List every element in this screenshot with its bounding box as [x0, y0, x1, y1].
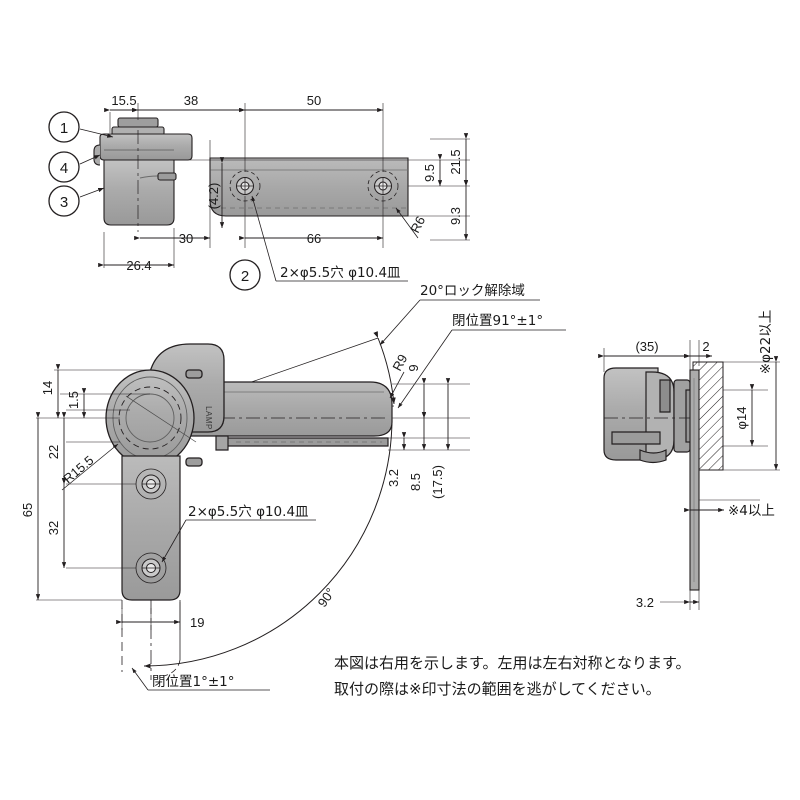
section-dim-phi22: ※φ22以上 [758, 310, 779, 470]
side-right-extension-lines [388, 383, 470, 451]
dim-26-4-label: 26.4 [126, 258, 151, 273]
dim-phi14-label: φ14 [734, 407, 749, 430]
dim-3-2-label: 3.2 [386, 469, 401, 487]
side-dim-8-5: 8.5 [408, 412, 427, 491]
closed-position-91-annotation: 閉位置91°±1° [397, 313, 566, 409]
balloon-4[interactable]: 4 [48, 151, 101, 183]
note-line-2: 取付の際は※印寸法の範囲を逃がしてください。 [334, 680, 661, 698]
dim-14-label: 14 [40, 381, 55, 395]
section-view-group: (35) 2 φ14 ※φ22以上 ※4以上 3.2 [598, 310, 780, 610]
section-dim-4-over: ※4以上 [684, 503, 775, 519]
side-arm-geometry [189, 381, 393, 451]
side-hole-callout-label: 2×φ5.5穴 φ10.4皿 [188, 504, 309, 520]
dim-38-label: 38 [184, 93, 198, 108]
section-dim-2: 2 [684, 339, 712, 359]
dim-3-2-section-label: 3.2 [636, 595, 654, 610]
plan-dim-66: 66 [239, 231, 383, 246]
plan-dim-38: 38 [132, 93, 245, 113]
dim-8-5-label: 8.5 [408, 473, 423, 491]
dim-17-5-label: (17.5) [430, 465, 445, 499]
side-dim-22: 22 [46, 412, 67, 484]
side-dim-3-2: 3.2 [386, 432, 407, 487]
dim-4-2-label: (4.2) [206, 183, 221, 210]
closed-position-1-label: 閉位置1°±1° [152, 674, 235, 690]
plan-dim-4-2: (4.2) [206, 157, 225, 228]
dim-15-5-label: 15.5 [111, 93, 136, 108]
balloon-3-label: 3 [60, 194, 68, 211]
dim-r6-label: R6 [407, 214, 428, 236]
dim-30-label: 30 [179, 231, 193, 246]
dim-9-label: 9 [406, 364, 421, 371]
dim-66-label: 66 [307, 231, 321, 246]
balloon-1[interactable]: 1 [48, 111, 114, 143]
side-dim-65: 65 [20, 412, 41, 600]
section-dim-3-2: 3.2 [636, 595, 699, 610]
side-dim-32: 32 [46, 478, 67, 568]
note-line-1: 本図は右用を示します。左用は左右対称となります。 [334, 654, 691, 672]
side-view-group: 90° LAMP [20, 283, 566, 691]
section-knob-geometry [603, 367, 695, 464]
dim-32-label: 32 [46, 521, 61, 535]
plan-hole-callout: 2×φ5.5穴 φ10.4皿 [251, 195, 408, 282]
plan-dim-50: 50 [239, 93, 383, 113]
dim-65-label: 65 [20, 503, 35, 517]
dim-2-label: 2 [702, 339, 709, 354]
balloon-3[interactable]: 3 [48, 185, 105, 217]
balloon-2-label: 2 [241, 268, 249, 285]
section-dim-phi14: φ14 [734, 384, 755, 446]
balloon-4-label: 4 [60, 160, 68, 177]
plan-dim-r6: R6 [395, 207, 428, 239]
side-extension-lines [36, 369, 181, 630]
plan-dim-30: 30 [134, 231, 210, 246]
side-hole-callout: 2×φ5.5穴 φ10.4皿 [161, 504, 316, 563]
plan-dim-21-5: 21.5 [430, 133, 470, 186]
plan-dim-15-5: 15.5 [104, 93, 138, 113]
dim-r9-label: R9 [389, 352, 410, 374]
plan-body-geometry [93, 117, 193, 226]
dim-1-5-label: 1.5 [66, 391, 81, 409]
dim-9-5-label: 9.5 [422, 164, 437, 182]
dim-21-5-label: 21.5 [448, 149, 463, 174]
closed-position-1-annotation: 閉位置1°±1° [131, 667, 270, 691]
section-door-panel [689, 369, 700, 591]
plan-dim-9-3: 9.3 [430, 180, 470, 241]
plan-dim-26-4: 26.4 [98, 258, 174, 273]
plan-extension-lines [103, 103, 470, 268]
dim-22-label: 22 [46, 445, 61, 459]
plan-view-group: 15.5 38 50 30 66 26.4 (4.2) 9.5 [48, 93, 470, 291]
unlock-zone-annotation: 20°ロック解除域 [379, 283, 540, 346]
side-dim-14: 14 [40, 364, 61, 418]
dim-35-label: (35) [635, 339, 658, 354]
balloon-1-label: 1 [60, 120, 68, 137]
side-dim-17-5: (17.5) [430, 378, 451, 499]
plan-hole-callout-label: 2×φ5.5穴 φ10.4皿 [280, 265, 401, 281]
side-plate-hole-upper [135, 468, 167, 500]
dim-4-over-label: ※4以上 [728, 503, 775, 519]
dim-9-3-label: 9.3 [448, 207, 463, 225]
side-dim-r9: R9 [389, 352, 410, 399]
unlock-zone-label: 20°ロック解除域 [420, 283, 525, 299]
plan-hole-right [367, 170, 399, 202]
dim-phi22-label: ※φ22以上 [758, 310, 774, 374]
balloon-2[interactable]: 2 [229, 259, 261, 291]
section-dim-35: (35) [598, 339, 690, 359]
lamp-brand-mark: LAMP [204, 406, 213, 430]
plan-dim-9-5: 9.5 [422, 154, 443, 186]
closed-position-91-label: 閉位置91°±1° [452, 313, 543, 329]
dim-19-label: 19 [190, 615, 204, 630]
drawing-notes: 本図は右用を示します。左用は左右対称となります。 取付の際は※印寸法の範囲を逃が… [334, 654, 691, 698]
side-dim-1-5: 1.5 [66, 388, 87, 418]
dim-50-label: 50 [307, 93, 321, 108]
side-dim-19: 19 [116, 615, 204, 630]
